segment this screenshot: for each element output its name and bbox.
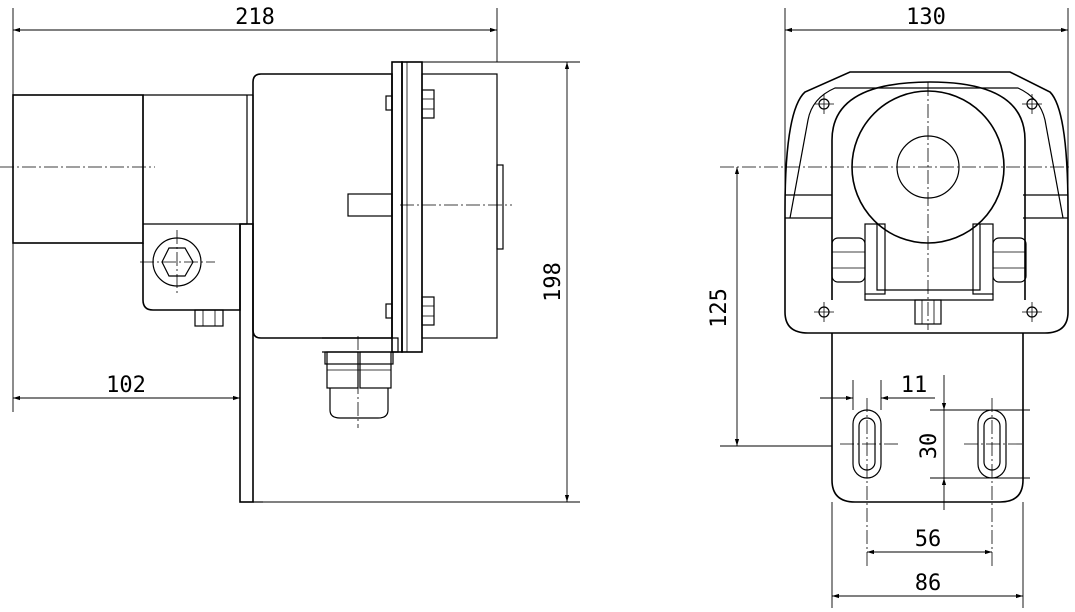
dim-label-102: 102 xyxy=(106,373,146,398)
front-view: 130 125 11 30 56 xyxy=(707,5,1072,608)
dim-11: 11 xyxy=(820,373,935,410)
mounting-bracket xyxy=(239,223,263,503)
dim-102: 102 xyxy=(12,243,240,412)
lower-lug xyxy=(140,224,241,327)
dim-label-56: 56 xyxy=(915,527,942,552)
front-flange xyxy=(784,71,1069,334)
dim-label-198: 198 xyxy=(541,262,566,302)
dim-label-86: 86 xyxy=(915,571,942,596)
dim-label-11: 11 xyxy=(901,373,928,398)
dim-56: 56 xyxy=(867,527,992,555)
dim-218: 218 xyxy=(12,5,498,95)
motor-body xyxy=(12,94,253,244)
dim-label-130: 130 xyxy=(906,5,946,30)
side-view: 218 198 102 xyxy=(0,5,580,503)
dim-label-125: 125 xyxy=(707,288,732,328)
flange xyxy=(347,61,504,353)
cable-gland xyxy=(322,336,399,428)
side-nuts xyxy=(831,223,1027,325)
dim-86: 86 xyxy=(831,502,1024,608)
dim-125: 125 xyxy=(707,167,832,447)
dim-198: 198 xyxy=(263,61,580,503)
housing-boss xyxy=(720,81,1072,330)
dim-30: 30 xyxy=(917,375,1030,510)
dim-130: 130 xyxy=(784,5,1069,210)
dim-label-218: 218 xyxy=(235,5,275,30)
dim-label-30: 30 xyxy=(917,433,942,460)
main-housing xyxy=(252,73,393,339)
